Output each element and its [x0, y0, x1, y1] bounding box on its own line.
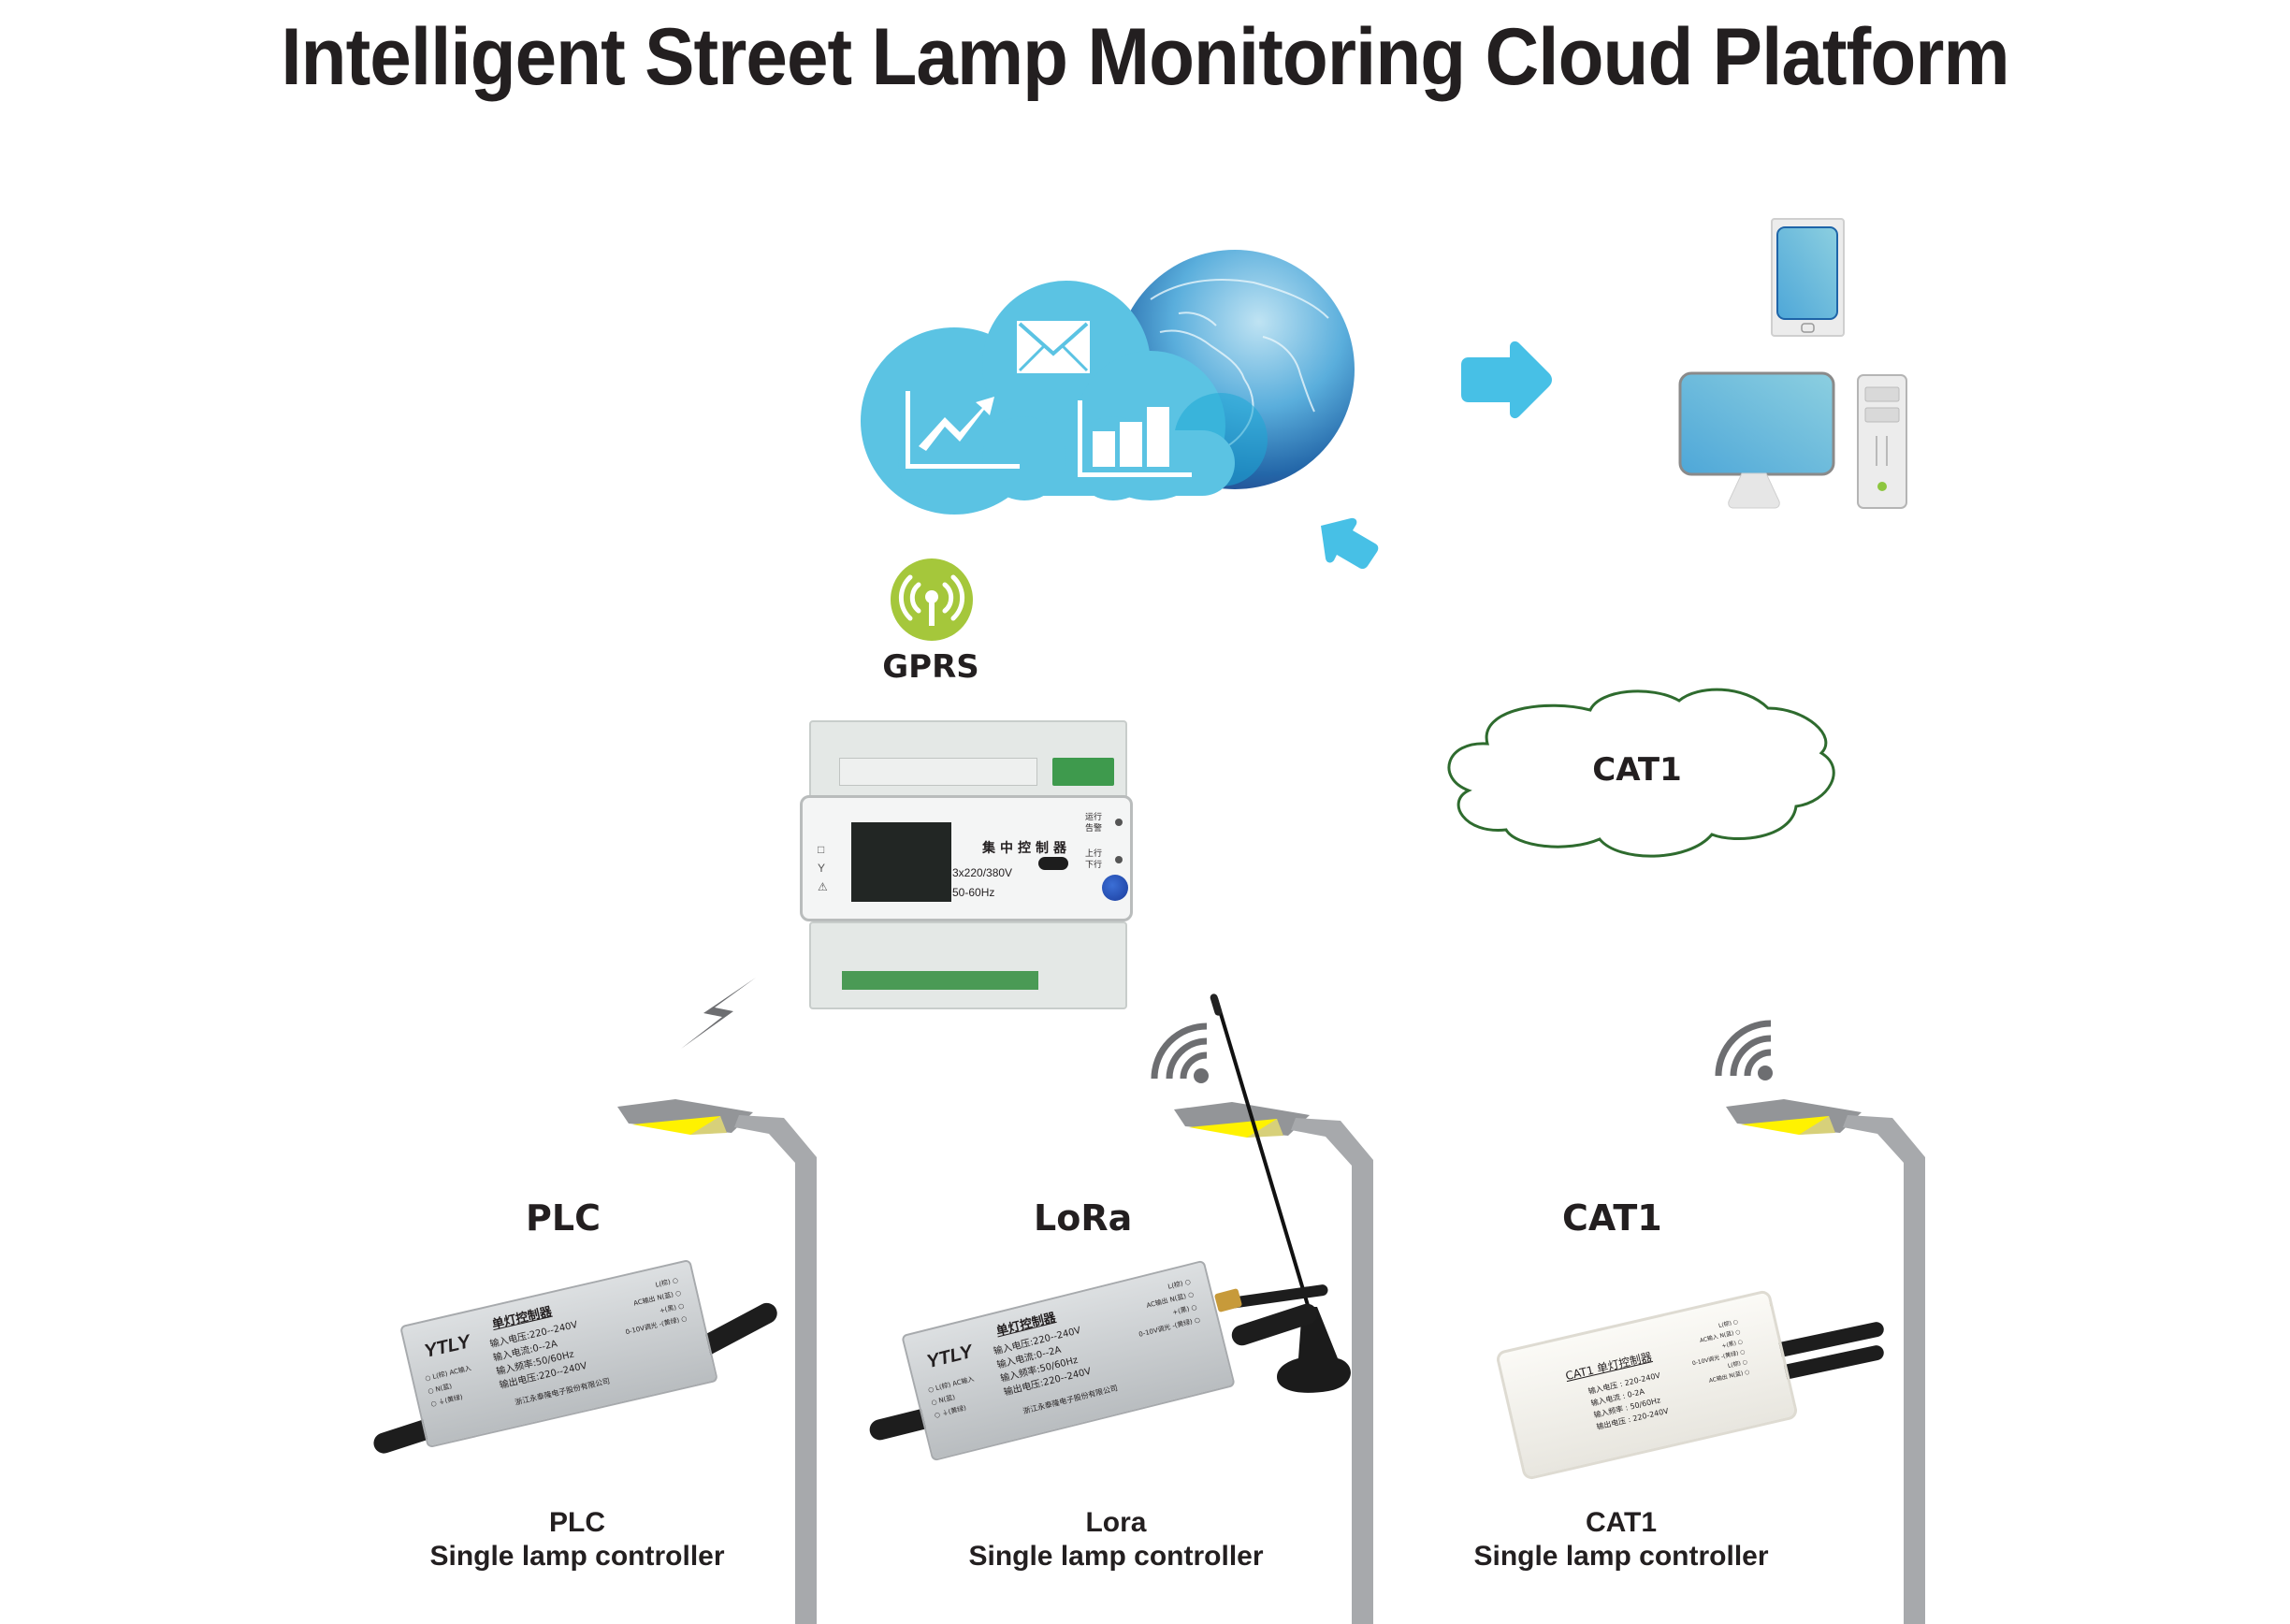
sma-connector	[1213, 1287, 1243, 1313]
reset-button[interactable]	[1102, 875, 1128, 901]
terminal-group: AC输出	[632, 1295, 657, 1308]
page-title: Intelligent Street Lamp Monitoring Cloud…	[281, 12, 2009, 102]
terminal-labels-left: ○ L(棕) AC输入 ○ N(蓝) ○ ⏚(黄绿)	[927, 1375, 976, 1420]
terminal-label: ⏚(黄绿)	[941, 1404, 967, 1418]
pc-tower-icon	[1857, 374, 1907, 509]
caption-line2: Single lamp controller	[429, 1541, 725, 1572]
frequency-label: 50-60Hz	[952, 886, 995, 899]
terminal-label: N(蓝)	[1718, 1329, 1735, 1340]
terminal-label: +(黑)	[659, 1303, 677, 1315]
line-chart-trend-up-icon	[906, 391, 1020, 469]
street-lamp-plc	[617, 1099, 817, 1624]
terminal-label: L(棕)	[1167, 1280, 1184, 1291]
terminal-labels-left: ○ L(棕) AC输入 ○ N(蓝) ○ ⏚(黄绿)	[424, 1364, 472, 1409]
led-label-downlink: 下行	[1085, 861, 1103, 870]
street-lamp-lora	[1174, 1102, 1373, 1624]
cat1-network-cloud	[1447, 688, 1835, 858]
protocol-label-lora: LoRa	[1034, 1197, 1133, 1239]
terminal-label: ⏚(黄绿)	[437, 1393, 464, 1407]
voltage-label: 3x220/380V	[952, 866, 1013, 879]
ir-port	[1038, 857, 1068, 870]
status-led-1	[1115, 819, 1123, 826]
terminal-group: AC输入	[448, 1364, 472, 1377]
terminal-label: +(黑)	[1171, 1305, 1191, 1317]
terminal-label: L(棕)	[1718, 1320, 1732, 1330]
antenna-signal-icon	[891, 558, 973, 641]
terminal-label: -(黄绿)	[1720, 1350, 1740, 1361]
terminal-label: +(黑)	[1720, 1340, 1737, 1350]
tablet-icon	[1771, 218, 1845, 337]
controller-body: YTLY 单灯控制器 输入电压:220--240V 输入电流:0--2A 输入频…	[901, 1259, 1236, 1462]
arrow-right-icon	[1461, 341, 1552, 419]
terminal-label: L(棕)	[654, 1278, 672, 1289]
brand-label: YTLY	[422, 1331, 472, 1362]
terminal-label: -(黄绿)	[1171, 1317, 1194, 1330]
desktop-monitor-icon	[1678, 371, 1835, 509]
status-led-2	[1115, 856, 1123, 863]
caption-line1: CAT1	[1585, 1507, 1658, 1538]
terminal-label: N(蓝)	[937, 1393, 956, 1405]
terminal-group: 0-10V调光	[624, 1321, 659, 1337]
concentrator-device: 集中控制器 3x220/380V 50-60Hz 运行 告警 上行 下行 □Y⚠	[800, 720, 1133, 1009]
lightning-icon	[681, 978, 756, 1049]
brand-label: YTLY	[924, 1341, 975, 1373]
terminal-label: L(棕)	[1727, 1359, 1742, 1370]
street-lamp-cat1	[1726, 1099, 1925, 1624]
bar-chart-icon	[1078, 400, 1192, 477]
terminal-label: -(黄绿)	[658, 1316, 681, 1328]
terminal-labels-right: L(棕) ○ AC输出 N(蓝) ○ +(黑) ○ 0-10V调光 -(黄绿) …	[1138, 1277, 1201, 1339]
led-label-run-alarm: 运行 告警	[1085, 812, 1102, 834]
caption-line2: Single lamp controller	[968, 1541, 1264, 1572]
protocol-label-cat1: CAT1	[1562, 1197, 1662, 1239]
terminal-label: N(蓝)	[1728, 1370, 1745, 1380]
caption-line1: PLC	[549, 1507, 605, 1538]
terminal-group: AC输入	[951, 1375, 976, 1388]
wifi-signal-icon-cat1	[1715, 1020, 1773, 1080]
cat1-network-label: CAT1	[1592, 751, 1682, 789]
terminal-group: AC输出	[1708, 1373, 1729, 1385]
terminal-label: N(蓝)	[1168, 1292, 1187, 1304]
plc-controller: YTLY 单灯控制器 输入电压:220--240V 输入电流:0--2A 输入频…	[370, 1254, 804, 1478]
caption-lora: Lora Single lamp controller	[929, 1506, 1303, 1573]
terminal-labels-right: L(棕) ○ AC输入 N(蓝) ○ +(黑) ○ 0-10V调光 -(黄绿) …	[1691, 1318, 1751, 1385]
led-label-run: 运行	[1085, 813, 1103, 822]
device-name: 集中控制器	[982, 841, 1071, 856]
lora-controller: YTLY 单灯控制器 输入电压:220--240V 输入电流:0--2A 输入频…	[867, 1254, 1356, 1478]
led-label-up-down: 上行 下行	[1085, 848, 1102, 871]
caption-line2: Single lamp controller	[1473, 1541, 1769, 1572]
gprs-label: GPRS	[882, 648, 979, 686]
terminal-group: AC输出	[1145, 1297, 1169, 1310]
controller-body: YTLY 单灯控制器 输入电压:220--240V 输入电流:0--2A 输入频…	[399, 1258, 718, 1449]
cloud-platform	[861, 250, 1355, 515]
panel-symbols: □Y⚠	[818, 843, 828, 893]
terminal-label: N(蓝)	[434, 1382, 453, 1394]
terminal-group: 0-10V调光	[1138, 1323, 1172, 1339]
lora-antenna	[1210, 993, 1351, 1393]
caption-cat1: CAT1 Single lamp controller	[1434, 1506, 1808, 1573]
terminal-group: AC输入	[1699, 1333, 1719, 1344]
terminal-labels-right: L(棕) ○ AC输出 N(蓝) ○ +(黑) ○ 0-10V调光 -(黄绿) …	[624, 1276, 688, 1337]
cable	[1228, 1300, 1321, 1349]
terminal-label: L(棕)	[935, 1381, 952, 1393]
terminal-label: N(蓝)	[656, 1290, 674, 1302]
lcd-screen	[851, 822, 951, 902]
caption-line1: Lora	[1085, 1507, 1147, 1538]
led-label-alarm: 告警	[1085, 824, 1103, 834]
wifi-signal-icon-lora	[1151, 1022, 1209, 1083]
envelope-icon	[1017, 321, 1090, 373]
arrow-up-left-icon	[1321, 517, 1379, 570]
led-label-uplink: 上行	[1085, 849, 1103, 859]
protocol-label-plc: PLC	[526, 1197, 601, 1239]
terminal-group: 0-10V调光	[1691, 1354, 1720, 1368]
controller-body: CAT1 单灯控制器 输入电压 : 220-240V 输入电流 : 0-2A 输…	[1494, 1288, 1800, 1482]
caption-plc: PLC Single lamp controller	[390, 1506, 764, 1573]
terminal-label: L(棕)	[431, 1370, 449, 1381]
cat1-controller: CAT1 单灯控制器 输入电压 : 220-240V 输入电流 : 0-2A 输…	[1492, 1282, 1904, 1487]
